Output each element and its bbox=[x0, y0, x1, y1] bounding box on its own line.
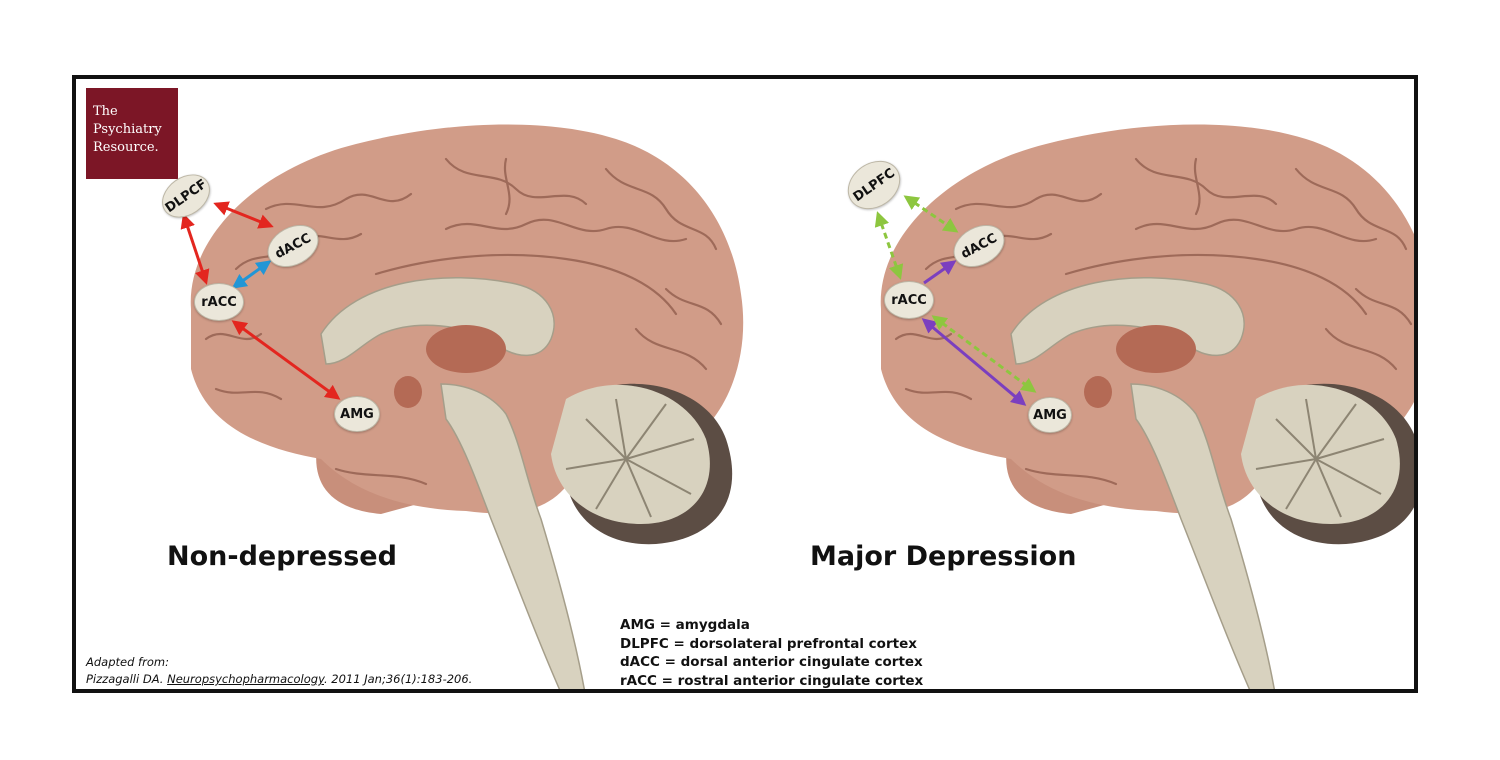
citation-journal: Neuropsychopharmacology bbox=[167, 672, 324, 686]
citation-details: . 2011 Jan;36(1):183-206. bbox=[323, 672, 473, 686]
citation-line1: Adapted from: bbox=[86, 655, 169, 669]
brain-right bbox=[879, 123, 1414, 689]
legend-item: DLPFC = dorsolateral prefrontal cortex bbox=[620, 635, 917, 652]
logo-line: The bbox=[93, 104, 118, 119]
brain-illustrations bbox=[180, 123, 1414, 689]
title-major-depression: Major Depression bbox=[810, 541, 1077, 572]
node-racc-right: rACC bbox=[884, 281, 934, 319]
legend-item: rACC = rostral anterior cingulate cortex bbox=[620, 672, 924, 689]
legend-item: AMG = amygdala bbox=[620, 617, 750, 633]
arrow-racc-dacc bbox=[231, 260, 272, 289]
brain-left bbox=[189, 123, 745, 689]
psychiatry-resource-logo: The Psychiatry Resource. bbox=[86, 88, 178, 179]
title-non-depressed: Non-depressed bbox=[167, 541, 397, 572]
node-racc-left: rACC bbox=[194, 283, 244, 321]
node-amg-left: AMG bbox=[334, 396, 380, 432]
diagram-frame: The Psychiatry Resource. DLPCF dACC rACC… bbox=[72, 75, 1418, 693]
legend-item: dACC = dorsal anterior cingulate cortex bbox=[620, 654, 923, 670]
arrow-dlpfc-racc-right bbox=[874, 211, 904, 280]
abbreviation-legend: AMG = amygdala DLPFC = dorsolateral pref… bbox=[620, 616, 924, 689]
logo-line: Resource. bbox=[93, 140, 159, 155]
node-amg-right: AMG bbox=[1028, 397, 1072, 433]
arrow-racc-amg-green bbox=[931, 315, 1037, 393]
arrow-dlpfc-dacc-right bbox=[903, 195, 959, 233]
citation-author: Pizzagalli DA. bbox=[86, 672, 168, 686]
citation: Adapted from: Pizzagalli DA. Neuropsycho… bbox=[86, 654, 472, 688]
left-connections bbox=[180, 201, 341, 400]
arrow-dacc-racc-right bbox=[923, 260, 957, 285]
right-connections bbox=[874, 195, 1037, 406]
arrow-racc-amg bbox=[231, 320, 341, 400]
logo-line: Psychiatry bbox=[93, 122, 162, 137]
arrow-dlpfc-dacc bbox=[213, 201, 274, 229]
arrow-dlpfc-racc bbox=[180, 213, 210, 285]
